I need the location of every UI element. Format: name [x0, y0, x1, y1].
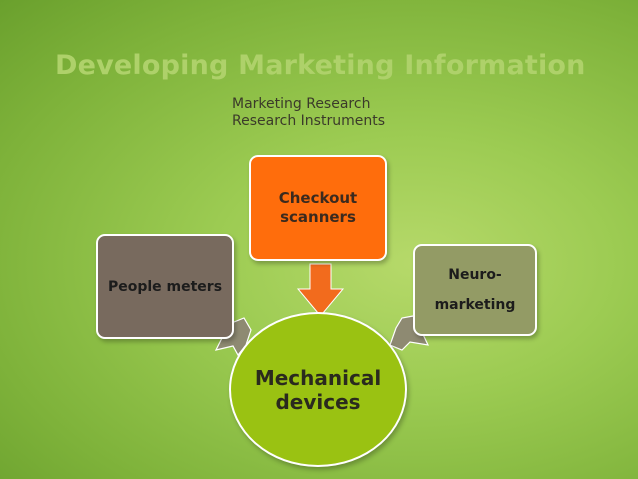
- checkout-label: Checkout: [278, 189, 358, 207]
- neuro-label: Neuro-: [448, 267, 502, 283]
- box-checkout-scanners: Checkout scanners: [249, 155, 387, 261]
- mechanical-label: Mechanical: [254, 365, 382, 390]
- marketing-label: marketing: [434, 297, 516, 313]
- slide-subtitle: Marketing Research Research Instruments: [232, 96, 432, 130]
- box-neuro-marketing: Neuro- marketing: [413, 244, 537, 336]
- circle-mechanical-devices: Mechanical devices: [229, 312, 407, 467]
- scanners-label: scanners: [280, 208, 356, 226]
- subtitle-line-marketing-research: Marketing Research: [232, 96, 371, 112]
- people-meters-label: People meters: [107, 278, 223, 295]
- slide-title: Developing Marketing Information: [55, 50, 586, 81]
- box-people-meters: People meters: [96, 234, 234, 339]
- subtitle-line-research-instruments: Research Instruments: [232, 113, 385, 129]
- devices-label: devices: [275, 389, 361, 414]
- arrow-down-icon: [296, 263, 345, 317]
